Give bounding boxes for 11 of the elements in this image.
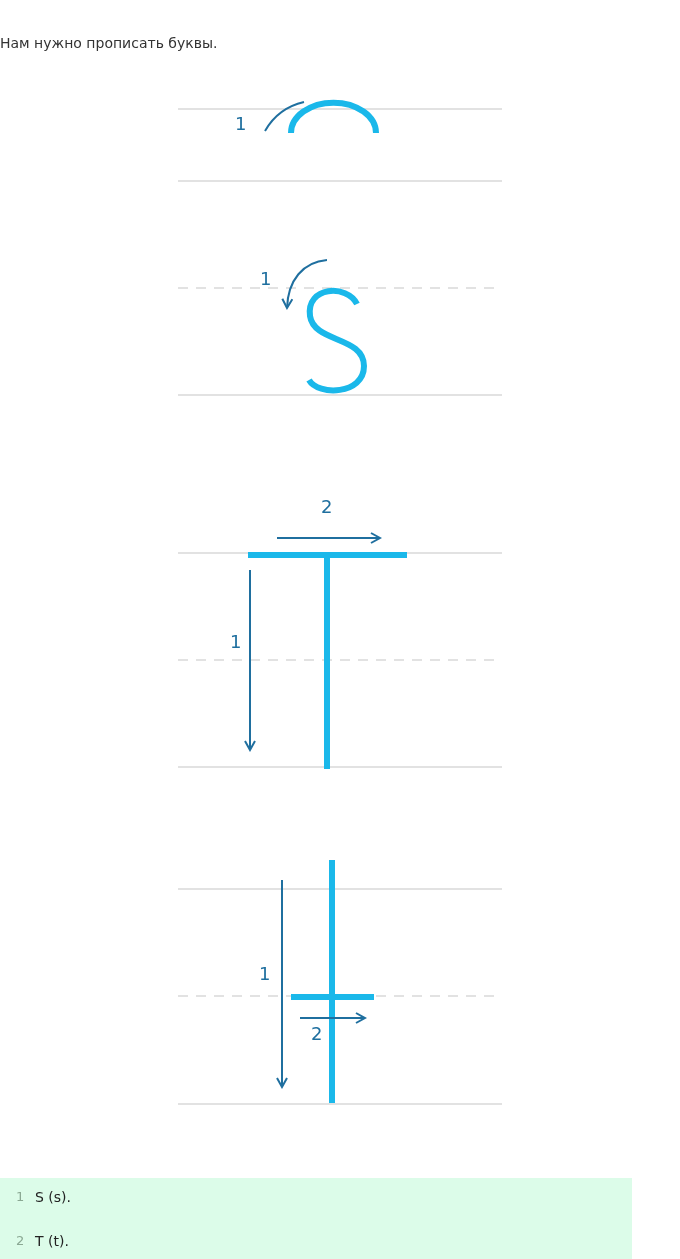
step-number: 1 (235, 115, 247, 133)
step-number: 2 (311, 1025, 323, 1043)
step-number: 1 (260, 270, 272, 288)
list-number: 1 (16, 1190, 25, 1203)
step-number: 1 (259, 965, 271, 983)
answer-text: S (s). (35, 1190, 71, 1204)
title: Нам нужно прописать буквы. (0, 36, 218, 50)
step-number: 1 (230, 633, 242, 651)
step-number: 2 (321, 498, 333, 516)
answer-text: T (t). (35, 1234, 69, 1248)
list-number: 2 (16, 1234, 25, 1247)
